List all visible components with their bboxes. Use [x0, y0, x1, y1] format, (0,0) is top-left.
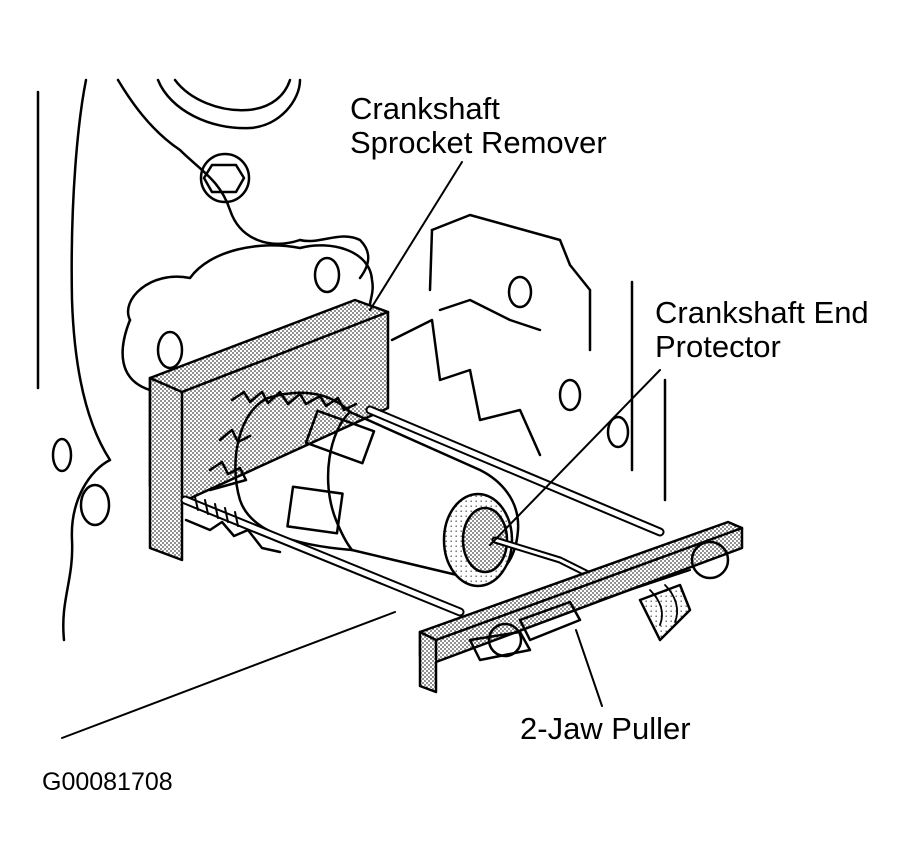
label-crankshaft-end-protector-line1: Crankshaft End — [655, 295, 869, 330]
timing-cover-outline — [126, 244, 382, 322]
timing-cover-lower-outline — [121, 318, 152, 392]
threaded-rods — [180, 405, 665, 617]
bolt-head-icon — [199, 152, 251, 204]
engine-block-outline — [36, 78, 370, 642]
engine-block-right-outline — [390, 213, 667, 502]
leader-lines — [61, 161, 661, 739]
mounting-holes — [51, 256, 630, 527]
label-crankshaft-sprocket-remover-line2: Sprocket Remover — [350, 125, 607, 160]
jaw-puller-leader — [575, 629, 603, 707]
crankshaft-pointer-line — [61, 611, 396, 739]
crankshaft-end-protector — [234, 391, 520, 588]
sprocket-remover-leader — [369, 161, 463, 311]
end-protector-leader — [489, 369, 661, 546]
label-crankshaft-sprocket-remover-line1: Crankshaft — [350, 91, 500, 126]
figure-id: G00081708 — [42, 768, 173, 796]
label-two-jaw-puller: 2-Jaw Puller — [520, 711, 691, 746]
label-crankshaft-end-protector-line2: Protector — [655, 329, 781, 364]
crankshaft-sprocket — [184, 390, 358, 554]
two-jaw-puller — [418, 520, 744, 694]
